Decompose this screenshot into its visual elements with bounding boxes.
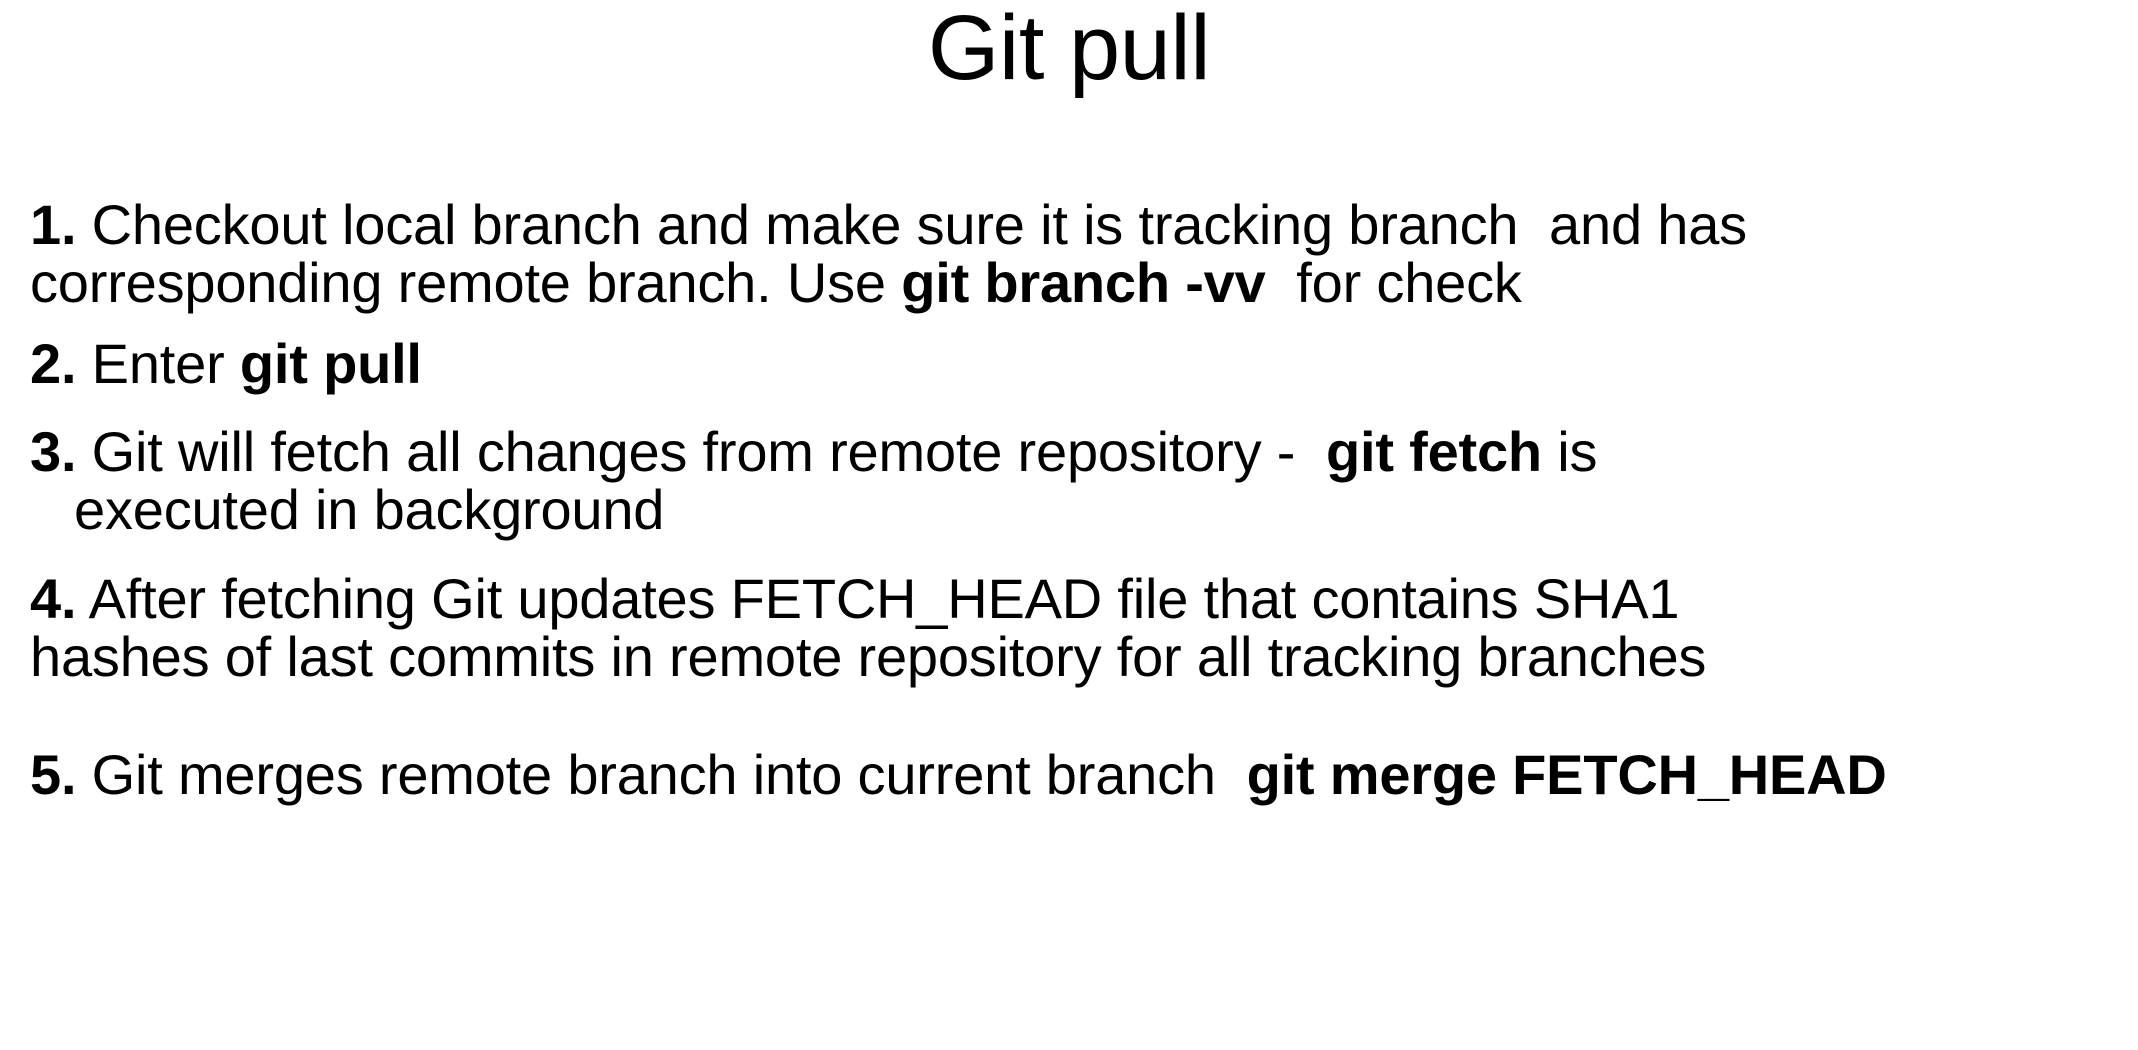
numbered-step-list: 1. Checkout local branch and make sure i… [30,196,2120,803]
list-item-step-2: 2. Enter git pull [30,335,2120,393]
step-number-5: 5. [30,742,77,806]
step-text-3-1-3: is [1541,420,1598,484]
step-text-1-2-3: for check [1265,250,1522,314]
inline-code-5-1-2: git merge FETCH_HEAD [1246,742,1887,806]
step-1-line-2: corresponding remote branch. Use git bra… [30,250,2120,314]
inline-code-2-1-2: git pull [239,332,422,396]
step-4-line-2: hashes of last commits in remote reposit… [30,628,2120,686]
step-4-line-1: 4. After fetching Git updates FETCH_HEAD… [30,570,2120,628]
step-number-2: 2. [30,332,77,396]
step-number-1: 1. [30,193,77,256]
step-text-1-1-1: Checkout local branch and make sure it i… [76,193,1747,256]
step-text-5-1-1: Git merges remote branch into current br… [76,742,1247,806]
step-text-3-2-1: executed in background [74,477,665,541]
step-3-line-1: 3. Git will fetch all changes from remot… [30,423,2120,481]
step-text-3-1-1: Git will fetch all changes from remote r… [76,420,1326,484]
inline-code-1-2-2: git branch -vv [901,250,1266,314]
step-number-3: 3. [30,420,77,484]
step-text-2-1-1: Enter [76,332,240,396]
list-item-step-1: 1. Checkout local branch and make sure i… [30,196,2120,311]
step-number-4: 4. [30,567,77,631]
step-text-4-2-1: hashes of last commits in remote reposit… [30,625,1707,689]
step-text-1-2-1: corresponding remote branch. Use [30,250,902,314]
inline-code-3-1-2: git fetch [1325,420,1542,484]
step-2-line-1: 2. Enter git pull [30,335,2120,393]
step-5-line-1: 5. Git merges remote branch into current… [30,742,2120,806]
list-item-step-5: 5. Git merges remote branch into current… [30,742,2120,806]
page-title: Git pull [927,0,1211,99]
step-text-4-1-1: After fetching Git updates FETCH_HEAD fi… [76,567,1680,631]
list-item-step-3: 3. Git will fetch all changes from remot… [30,423,2120,538]
list-item-step-4: 4. After fetching Git updates FETCH_HEAD… [30,570,2120,685]
step-3-line-2: executed in background [30,477,2120,541]
step-1-line-1: 1. Checkout local branch and make sure i… [30,196,2120,254]
